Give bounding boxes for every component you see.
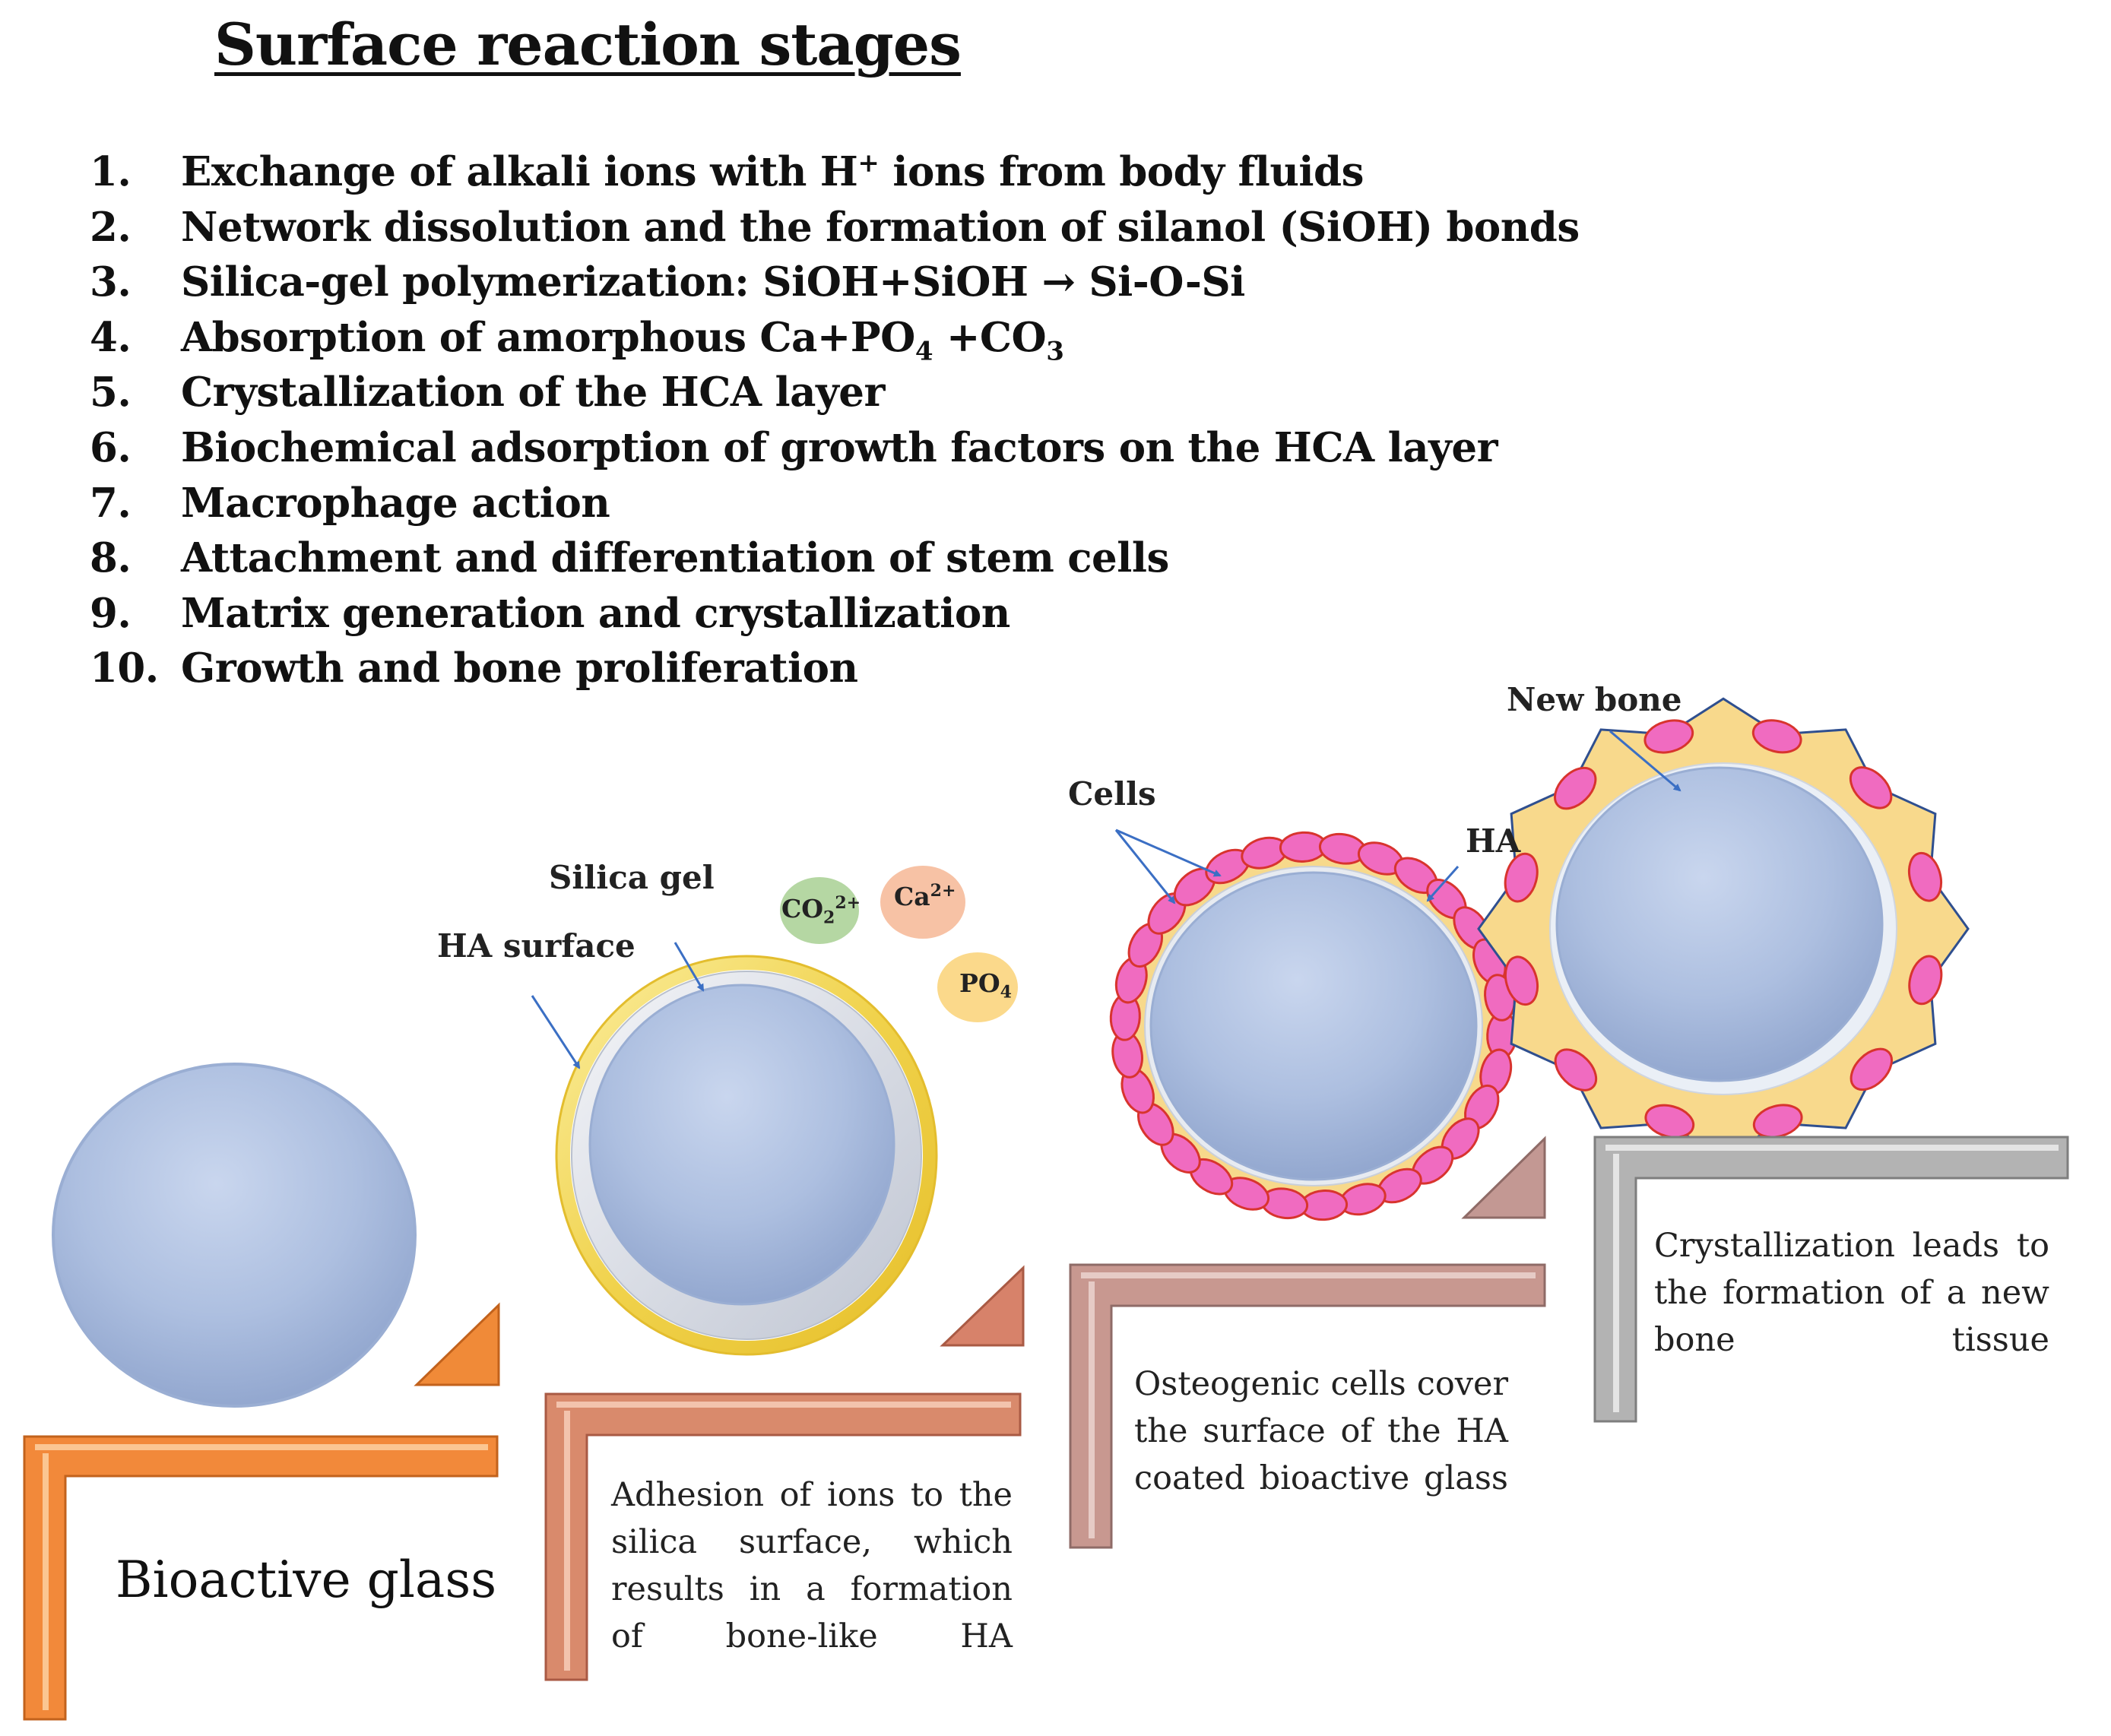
reaction-step: 8. Attachment and differentiation of stem… bbox=[90, 531, 1169, 586]
reaction-step: 7. Macrophage action bbox=[90, 476, 610, 531]
stage2-caption: Adhesion of ions to the silica surface, w… bbox=[611, 1471, 1013, 1660]
cell bbox=[1504, 955, 1539, 1006]
reaction-step: 10. Growth and bone proliferation bbox=[90, 641, 858, 696]
bracket-4 bbox=[1593, 1136, 2069, 1423]
step-text: Biochemical adsorption of growth factors… bbox=[181, 423, 1498, 471]
step-number: 3. bbox=[90, 258, 132, 306]
caption-line: results in a formation bbox=[611, 1570, 1013, 1608]
cell bbox=[1554, 766, 1597, 810]
bracket-3 bbox=[1069, 1263, 1546, 1549]
reaction-step: 3. Silica-gel polymerization: SiOH+SiOH →… bbox=[90, 255, 1245, 310]
reaction-step: 5. Crystallization of the HCA layer bbox=[90, 365, 885, 420]
stage2-group bbox=[555, 866, 1018, 1356]
stage4-group bbox=[1477, 697, 1970, 1161]
cell bbox=[1850, 1047, 1893, 1091]
ca-ion-label: Ca2+ bbox=[894, 881, 956, 911]
cell bbox=[1643, 719, 1694, 754]
triangle-1 bbox=[414, 1302, 500, 1386]
step-number: 6. bbox=[90, 423, 132, 471]
stage1-caption: Bioactive glass bbox=[116, 1551, 497, 1609]
stage3-caption: Osteogenic cells cover the surface of the… bbox=[1134, 1361, 1508, 1502]
cell bbox=[1849, 766, 1893, 809]
new-bone-arrow bbox=[1609, 730, 1682, 792]
step-number: 9. bbox=[90, 589, 132, 637]
ca-ion-bubble bbox=[880, 866, 965, 939]
bracket-1-highlight bbox=[35, 1444, 488, 1710]
step-number: 4. bbox=[90, 313, 132, 361]
bracket-4-highlight bbox=[1605, 1145, 2059, 1412]
co2-ion-label: CO22+ bbox=[781, 893, 861, 928]
reaction-step: 9. Matrix generation and crystallization bbox=[90, 586, 1010, 641]
step-text: Network dissolution and the formation of… bbox=[181, 203, 1580, 251]
step-text: Attachment and differentiation of stem c… bbox=[181, 534, 1169, 582]
stage3-glass-sphere bbox=[1149, 871, 1478, 1181]
reaction-steps-list: 1. Exchange of alkali ions with H+ ions f… bbox=[90, 144, 1580, 696]
step-text: Growth and bone proliferation bbox=[181, 645, 858, 692]
stage2-glass-sphere bbox=[588, 984, 895, 1306]
caption-line: silica surface, which bbox=[611, 1523, 1013, 1561]
stage4-glass-sphere bbox=[1555, 766, 1884, 1082]
caption-line: bone tissue bbox=[1654, 1321, 2049, 1359]
silica-gel-label: Silica gel bbox=[549, 859, 715, 896]
po4-ion-label: PO4 bbox=[959, 968, 1012, 1003]
reaction-step: 6. Biochemical adsorption of growth facto… bbox=[90, 420, 1498, 476]
stage3-cells bbox=[1109, 831, 1518, 1221]
stage-brackets bbox=[23, 1136, 2069, 1721]
callout-arrows bbox=[531, 730, 1682, 1069]
caption-line: coated bioactive glass bbox=[1134, 1459, 1508, 1497]
cells-arrow-1 bbox=[1114, 829, 1176, 904]
bracket-2-highlight bbox=[556, 1402, 1011, 1671]
bracket-1 bbox=[23, 1435, 499, 1721]
stage-triangles bbox=[414, 1136, 1546, 1386]
caption-line: Osteogenic cells cover bbox=[1134, 1365, 1508, 1403]
cell bbox=[1751, 719, 1802, 754]
cell bbox=[1908, 955, 1943, 1006]
cell bbox=[1907, 851, 1943, 902]
po4-ion-bubble bbox=[937, 952, 1018, 1022]
ha-label: HA bbox=[1466, 822, 1521, 860]
step-number: 1. bbox=[90, 148, 132, 195]
step-number: 10. bbox=[90, 645, 159, 692]
ha-surface-arrow bbox=[531, 995, 581, 1069]
silica-gel-arrow bbox=[674, 942, 705, 992]
step-text: Macrophage action bbox=[181, 479, 610, 527]
step-text: Crystallization of the HCA layer bbox=[181, 369, 885, 417]
step-number: 7. bbox=[90, 479, 132, 527]
step-number: 8. bbox=[90, 534, 132, 582]
ha-surface-label: HA surface bbox=[437, 927, 636, 965]
reaction-step: 1. Exchange of alkali ions with H+ ions f… bbox=[90, 144, 1364, 200]
bracket-3-highlight bbox=[1081, 1272, 1536, 1538]
cell bbox=[1752, 1104, 1803, 1139]
bracket-2 bbox=[544, 1392, 1022, 1681]
stage4-caption: Crystallization leads to the formation of… bbox=[1654, 1222, 2049, 1364]
page-title: Surface reaction stages bbox=[214, 11, 962, 78]
caption-line: of bone-like HA bbox=[611, 1617, 1013, 1655]
triangle-3 bbox=[1461, 1136, 1546, 1219]
co2-ion-bubble bbox=[780, 877, 859, 944]
step-number: 2. bbox=[90, 203, 132, 251]
step-text: Absorption of amorphous Ca+PO4 +CO3 bbox=[181, 313, 1064, 367]
reaction-step: 2. Network dissolution and the formation … bbox=[90, 200, 1580, 255]
stage1-glass-sphere bbox=[52, 1063, 417, 1408]
step-text: Exchange of alkali ions with H+ ions fro… bbox=[181, 147, 1364, 195]
triangle-2 bbox=[940, 1265, 1025, 1347]
ha-arrow bbox=[1426, 866, 1460, 902]
new-bone-label: New bone bbox=[1507, 681, 1682, 718]
cells-label: Cells bbox=[1068, 775, 1156, 813]
stage3-group bbox=[1109, 831, 1518, 1221]
caption-line: Adhesion of ions to the bbox=[611, 1476, 1013, 1514]
cells-arrow-2 bbox=[1115, 828, 1222, 877]
step-text: Silica-gel polymerization: SiOH+SiOH → S… bbox=[181, 258, 1245, 306]
caption-line: Crystallization leads to bbox=[1654, 1227, 2049, 1265]
cell bbox=[1504, 852, 1539, 903]
step-text: Matrix generation and crystallization bbox=[181, 589, 1010, 637]
caption-line: the surface of the HA bbox=[1134, 1412, 1508, 1450]
step-number: 5. bbox=[90, 369, 132, 417]
caption-line: the formation of a new bbox=[1654, 1274, 2049, 1312]
cell bbox=[1554, 1048, 1598, 1091]
reaction-step: 4. Absorption of amorphous Ca+PO4 +CO3 bbox=[90, 310, 1064, 366]
